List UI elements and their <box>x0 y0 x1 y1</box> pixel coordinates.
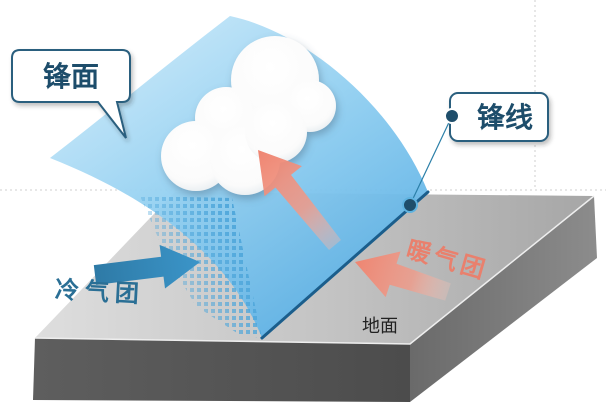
front-line-callout-dot <box>444 108 460 124</box>
ground-front-face <box>33 338 410 402</box>
rising-warm-air-arrow <box>258 150 341 250</box>
front-line-leader <box>409 115 453 206</box>
cold-air-arrow <box>93 244 200 289</box>
frontal-surface-label: 锋面 <box>43 60 99 93</box>
ground-edge-highlight <box>34 195 595 345</box>
front-line-label: 锋线 <box>477 101 533 134</box>
ground-right-face <box>410 196 597 402</box>
cold-air-stipple <box>140 196 262 338</box>
frontal-surface-callout-box <box>11 49 131 139</box>
ground-label: 地面 <box>362 316 398 337</box>
front-line-anchor-dot <box>402 197 418 213</box>
cold-air-mass-label: 冷气团 <box>54 276 145 309</box>
front-line <box>260 190 430 340</box>
warm-air-arrow <box>355 251 451 301</box>
cloud <box>161 36 336 195</box>
frontal-surface-callout: 锋面 <box>11 49 131 139</box>
front-line-callout: 锋线 <box>402 92 549 213</box>
